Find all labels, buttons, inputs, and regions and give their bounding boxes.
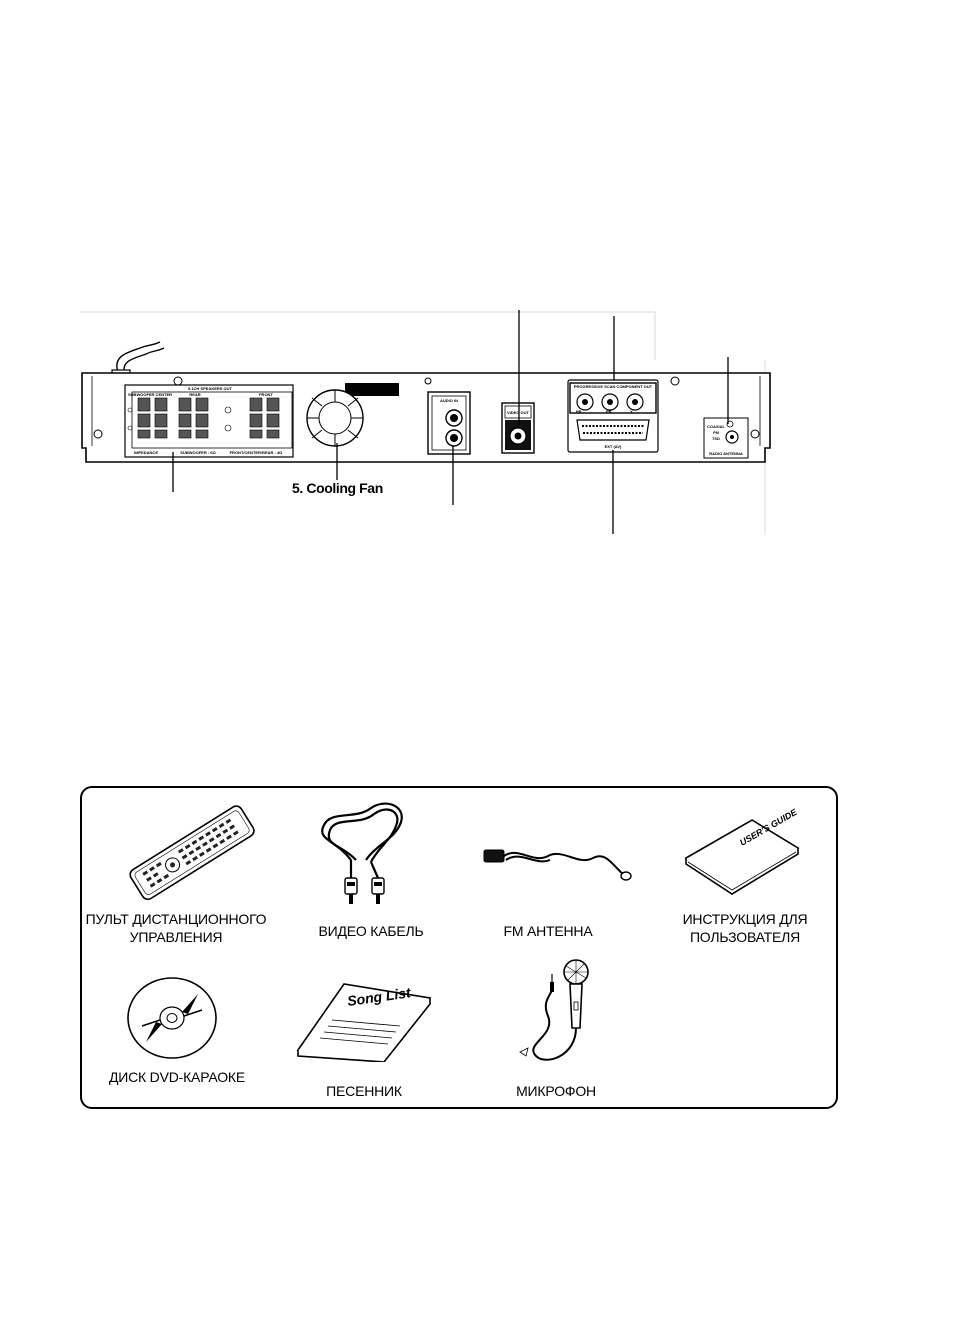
accessory-caption-song-list: ПЕСЕННИК [326,1083,402,1099]
pr-label: PR [576,409,582,414]
ohm75-label: 75Ω [712,436,720,441]
front-center-rear-ohm-label: FRONT/CENTER/REAR : 4Ω [230,450,284,455]
accessories-box [80,786,838,1109]
accessory-caption-microphone: МИКРОФОН [516,1083,596,1099]
component-out-label: PROGRESSIVE SCAN COMPONENT OUT [574,384,653,389]
video-cable-icon [321,802,403,904]
users-guide-icon: USER'S GUIDE [684,806,800,895]
scart-label: EXT (AV) [605,444,622,449]
radio-antenna-label: RADIO ANTENNA [709,451,743,456]
audio-in-label: AUDIO IN [440,398,458,403]
cooling-fan-icon [306,383,399,447]
accessory-caption-video-cable: ВИДЕО КАБЕЛЬ [318,923,424,939]
y-label: Y [630,409,633,414]
video-out-label: VIDEO OUT [507,410,530,415]
subwoofer-ohm-label: SUBWOOFER : 6Ω [180,450,216,455]
fm-antenna-icon [483,849,632,881]
accessory-caption-users-guide: ИНСТРУКЦИЯ ДЛЯ ПОЛЬЗОВАТЕЛЯ [682,911,808,945]
front-label: FRONT [259,392,273,397]
video-out-jack: VIDEO OUT [501,402,535,454]
fm-label: FM [713,430,719,435]
callout-lines [172,310,729,534]
rear-label: REAR [189,392,200,397]
karaoke-disc-icon [127,977,217,1059]
fm-antenna-jack: COAXIAL FM 75Ω RADIO ANTENNA [703,417,749,459]
accessory-caption-remote: ПУЛЬТ ДИСТАНЦИОННОГО УПРАВЛЕНИЯ [85,911,267,945]
song-list-book-icon: Song List [296,983,432,1062]
coaxial-label: COAXIAL [707,424,726,429]
cooling-fan-caption: 5. Cooling Fan [292,480,383,496]
microphone-icon [519,959,589,1061]
rear-panel-illustration: 5.1CH SPEAKERS OUT SUBWOOFER CENTER REAR… [80,310,771,535]
chassis-screw-icon [93,376,760,439]
subwoofer-center-label: SUBWOOFER CENTER [128,392,172,397]
accessory-caption-fm-antenna: FM АНТЕННА [503,923,593,939]
audio-in-jacks: AUDIO IN [427,391,471,455]
accessory-caption-karaoke-disc: ДИСК DVD-КАРАОКЕ [108,1069,246,1085]
component-out-and-scart: PROGRESSIVE SCAN COMPONENT OUT PR PB Y E… [567,379,659,453]
speaker-terminals: 5.1CH SPEAKERS OUT SUBWOOFER CENTER REAR… [124,384,294,458]
pb-label: PB [606,409,612,414]
remote-control-icon [129,805,255,901]
impedance-label: IMPEDANCE [134,450,158,455]
speakers-out-label: 5.1CH SPEAKERS OUT [188,386,233,391]
